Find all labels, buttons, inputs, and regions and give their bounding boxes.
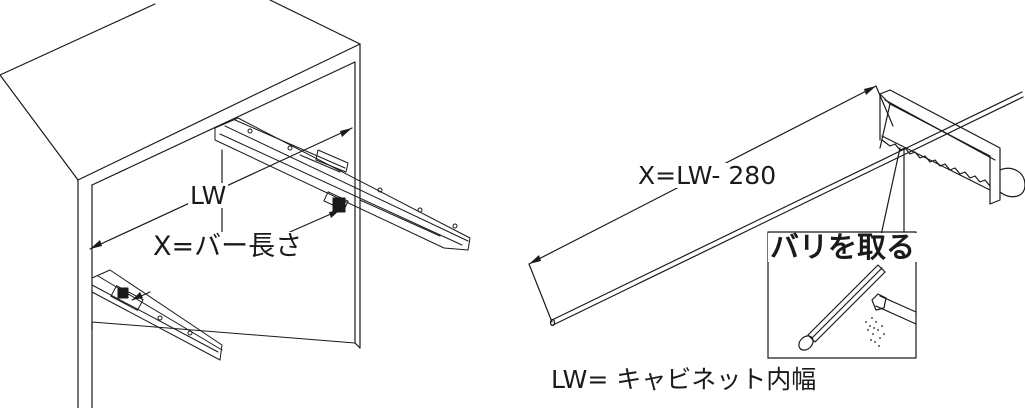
lw-label: LW: [188, 181, 229, 210]
upper-drawer-slide: [214, 117, 471, 251]
cut-length-dimension: [528, 85, 894, 323]
bar-length-label: X=バー長さ: [150, 232, 306, 261]
deburr-callout-leader: [879, 147, 905, 241]
hacksaw-drawing: [879, 89, 1025, 205]
deburr-label: バリを取る: [768, 230, 918, 264]
lower-drawer-slide: [91, 269, 223, 361]
cabinet-drawing: [0, 0, 361, 408]
cut-length-label: X=LW- 280: [634, 163, 781, 188]
deburr-detail-box: [767, 231, 917, 359]
bar-rod: [549, 91, 1024, 327]
burr-particles: [865, 317, 885, 347]
lw-legend-label: LW= キャビネット内幅: [551, 365, 817, 394]
